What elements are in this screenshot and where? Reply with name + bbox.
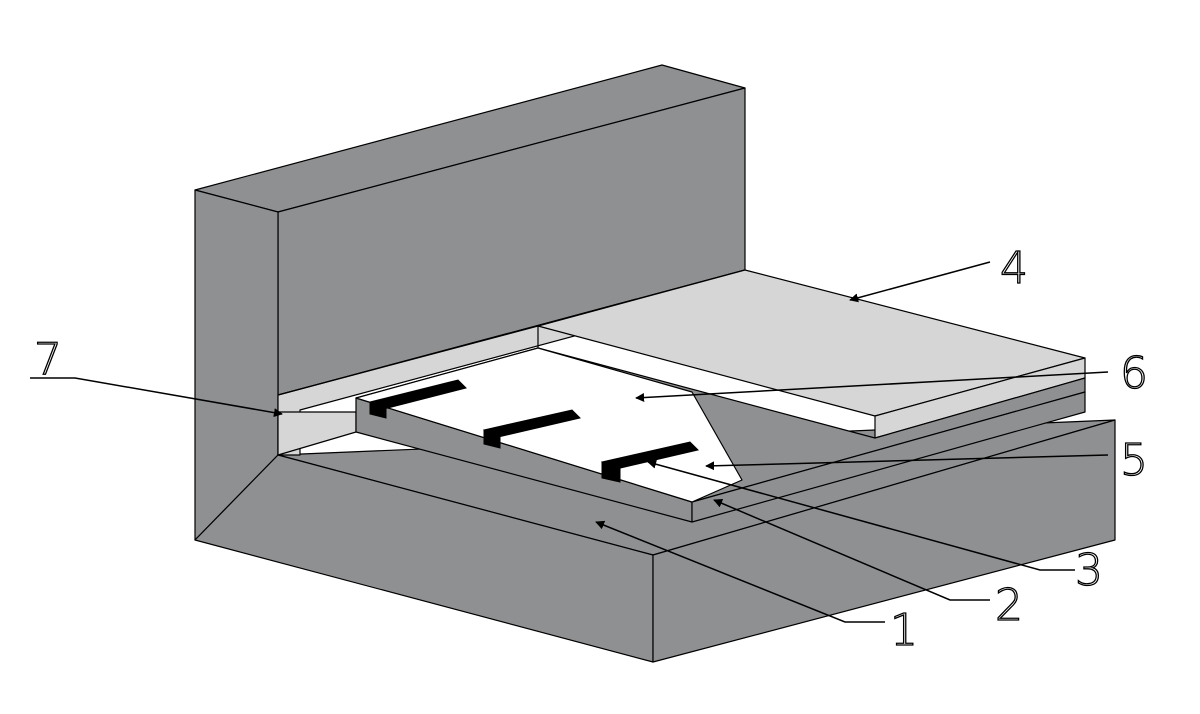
pipe-support xyxy=(369,401,387,419)
callout-label-3: 3 xyxy=(1075,545,1103,596)
callout-7: 7 xyxy=(30,333,283,418)
callouts: 7 4 6 5 3 2 1 xyxy=(30,242,1149,657)
callout-label-1: 1 xyxy=(890,605,918,656)
leader-line-7 xyxy=(30,377,283,418)
heating-pipes xyxy=(368,379,699,483)
pipe-support xyxy=(483,429,501,449)
edge-insulation-front xyxy=(277,411,357,456)
screed-right-face xyxy=(691,391,1086,523)
callout-label-5: 5 xyxy=(1120,435,1148,486)
callout-label-6: 6 xyxy=(1120,348,1148,399)
callout-3: 3 xyxy=(647,459,1104,597)
callout-4: 4 xyxy=(849,242,1029,303)
leader-line-2 xyxy=(713,499,990,601)
callout-label-2: 2 xyxy=(995,580,1023,631)
leader-line-4 xyxy=(849,261,991,303)
callout-6: 6 xyxy=(635,347,1149,403)
callout-label-4: 4 xyxy=(1000,243,1028,294)
callout-1: 1 xyxy=(595,520,919,657)
leader-line-1 xyxy=(595,520,885,623)
callout-5: 5 xyxy=(705,434,1149,487)
screed-back-edge xyxy=(277,325,539,396)
leader-line-6 xyxy=(635,371,1109,403)
leader-line-3 xyxy=(647,459,1075,571)
callout-label-7: 7 xyxy=(34,334,62,385)
pipe-support xyxy=(601,461,621,483)
floor-surface-board xyxy=(537,269,1086,439)
back-wall xyxy=(194,64,746,541)
callout-2: 2 xyxy=(713,499,1024,632)
slab-right-face xyxy=(652,419,1116,663)
leader-line-5 xyxy=(705,454,1109,471)
